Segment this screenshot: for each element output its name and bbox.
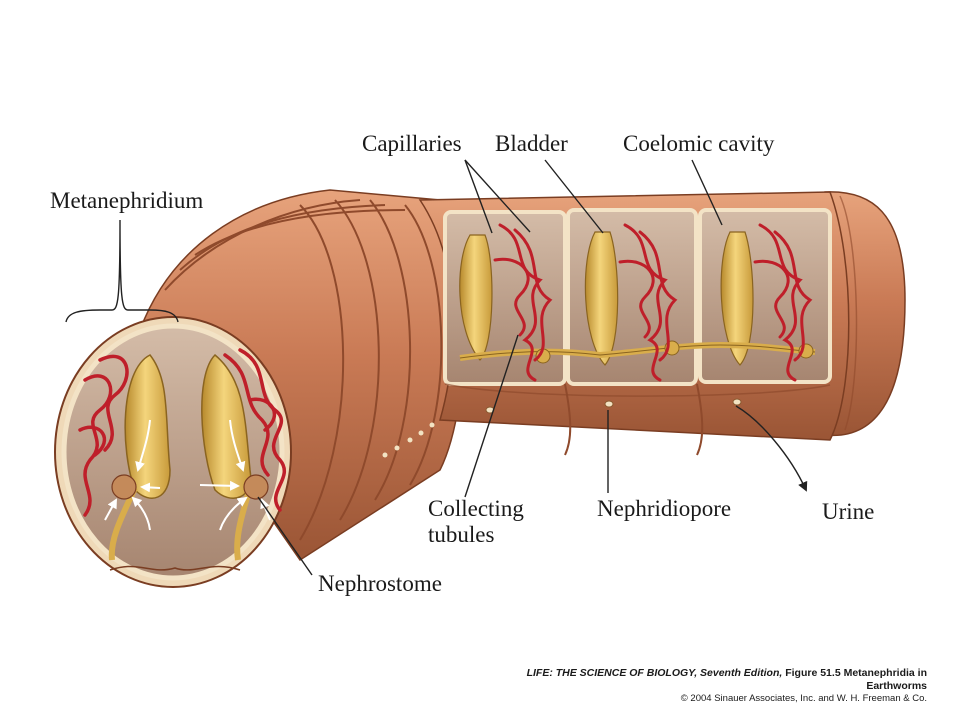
label-coelomic-cavity: Coelomic cavity [623, 131, 775, 156]
credit-book: LIFE: THE SCIENCE OF BIOLOGY, Seventh Ed… [526, 667, 783, 679]
urine-leader [735, 405, 808, 492]
label-capillaries: Capillaries [362, 131, 462, 156]
label-metanephridium: Metanephridium [50, 188, 204, 213]
cross-section [54, 316, 292, 588]
segment-nephridia [459, 231, 816, 366]
capillaries-leader-2 [464, 159, 531, 233]
metanephridium-bracket [65, 219, 179, 323]
label-collecting-tubules: Collecting tubules [428, 496, 524, 548]
figure-credit: LIFE: THE SCIENCE OF BIOLOGY, Seventh Ed… [497, 667, 927, 705]
coelomic-cavity-leader [691, 159, 723, 226]
label-urine: Urine [822, 499, 875, 524]
label-nephrostome: Nephrostome [318, 571, 442, 596]
label-nephridiopore: Nephridiopore [597, 496, 732, 521]
credit-copyright: © 2004 Sinauer Associates, Inc. and W. H… [680, 693, 927, 704]
label-collecting-tubules-line2: tubules [428, 522, 495, 547]
leader-lines [65, 159, 808, 576]
collecting-tubules-leader [464, 334, 519, 498]
credit-figure: Figure 51.5 Metanephridia in Earthworms [785, 667, 927, 692]
segment-capillaries [493, 223, 813, 382]
bladder-leader [544, 159, 604, 234]
label-collecting-tubules-line1: Collecting [428, 496, 524, 521]
nephrostome-leader [257, 496, 313, 576]
credit-line-1: LIFE: THE SCIENCE OF BIOLOGY, Seventh Ed… [497, 667, 927, 693]
capillaries-leader-1 [464, 159, 493, 234]
label-bladder: Bladder [495, 131, 568, 156]
